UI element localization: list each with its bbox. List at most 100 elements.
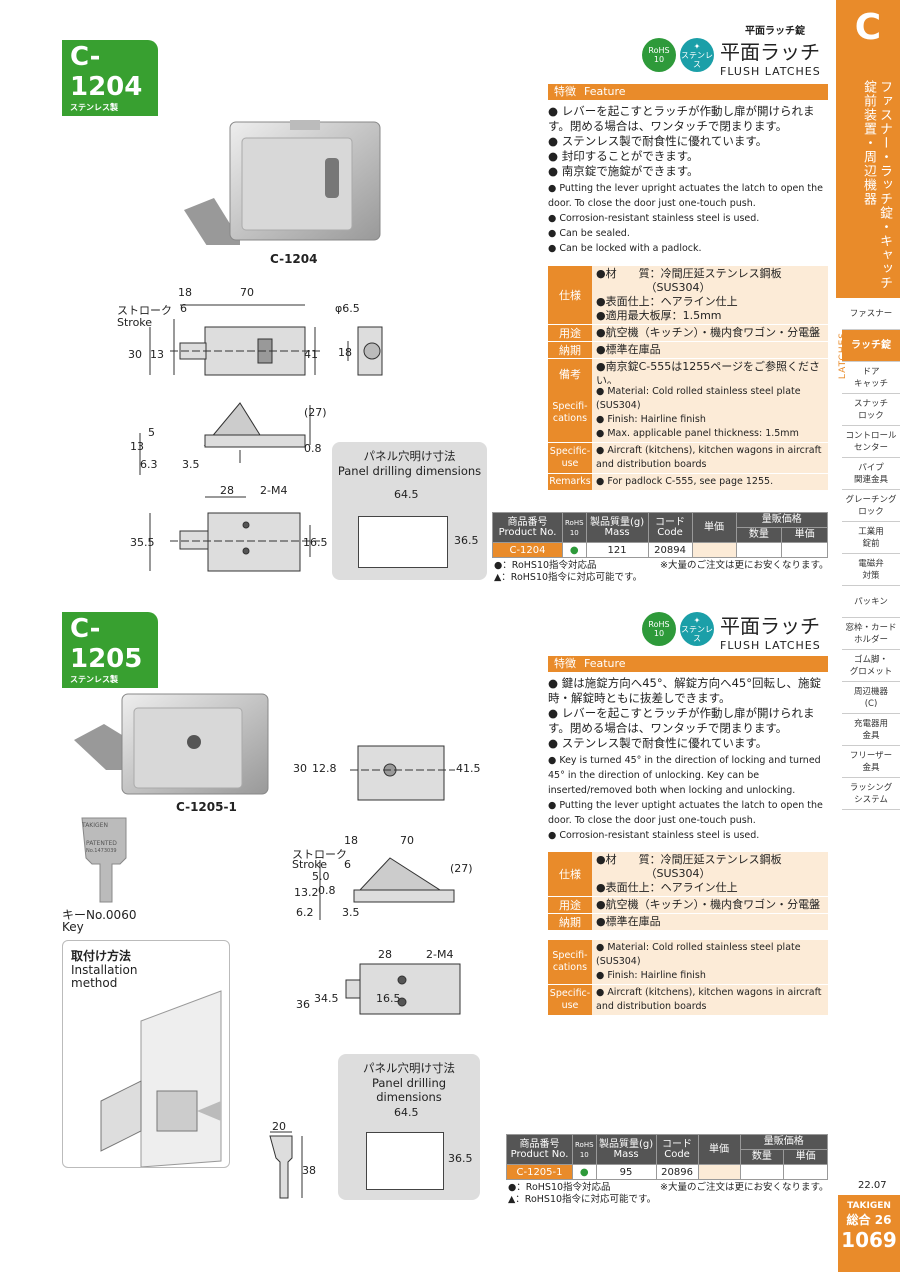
product-photo-c1205	[74, 693, 269, 795]
dim-645: 64.5	[394, 1106, 419, 1119]
dim-phi: φ6.5	[335, 302, 360, 315]
bullet-en: ● Can be locked with a padlock.	[548, 243, 702, 254]
star-icon: ✦	[693, 41, 701, 51]
dim-365: 36.5	[454, 534, 479, 547]
sidebar-item[interactable]: グレーチングロック	[842, 490, 900, 522]
brand: TAKIGEN	[847, 1201, 891, 1211]
spec-row: 仕様●材 質：冷間圧延ステンレス鋼板 （SUS304）●表面仕上：ヘアライン仕上	[548, 852, 828, 897]
dim-30: 30	[293, 762, 307, 775]
dim-365: 36.5	[448, 1152, 473, 1165]
panel-title-en: Panel drilling dimensions	[371, 1076, 447, 1104]
bullet-jp: ● ステンレス製で耐食性に優れています。	[548, 134, 768, 148]
stainless-badge: ✦ステンレス	[680, 612, 714, 646]
dim-stroke-en: Stroke	[292, 858, 328, 871]
sogo: 総合 26	[846, 1213, 892, 1227]
dim-132: 13.2	[294, 886, 319, 899]
bullet-jp: ● ステンレス製で耐食性に優れています。	[548, 736, 768, 750]
dim-41: 41	[304, 348, 318, 361]
bullet-en: ● Corrosion-resistant stainless steel is…	[548, 830, 760, 841]
install-en: Installation	[71, 963, 138, 977]
spec-jp-c1204: 仕様●材 質：冷間圧延ステンレス鋼板 （SUS304）●表面仕上：ヘアライン仕上…	[548, 266, 828, 390]
panel-title-en: Panel drilling dimensions	[337, 464, 482, 478]
dim-5: 5	[148, 426, 155, 439]
bullet-en: ● Putting the lever uptight actuates the…	[548, 800, 823, 826]
page-number: 1069	[841, 1228, 897, 1252]
note: ▲：RoHS10指令に対応可能です。	[508, 1194, 657, 1205]
sidebar-item[interactable]: ファスナー	[842, 298, 900, 330]
dim-38: 38	[302, 1164, 316, 1177]
sidebar-item[interactable]: 充電器用金具	[842, 714, 900, 746]
product-tag-c1204: C-1204 ステンレス製	[62, 40, 158, 116]
spec-en-c1204: Specifi-cations● Material: Cold rolled s…	[548, 384, 828, 491]
sidebar-header: C ファスナー・ラッチ錠・キャッチ 錠前装置・周辺機器	[836, 0, 900, 298]
sidebar-item[interactable]: ドアキャッチ	[842, 362, 900, 394]
bullet-jp: ● レバーを起こすとラッチが作動し扉が開けられます。閉める場合は、ワンタッチで閉…	[548, 706, 815, 735]
panel-title-jp: パネル穴明け寸法	[363, 1061, 455, 1075]
key-label-en: Key	[62, 920, 84, 934]
sidebar-item[interactable]: パイプ関連金具	[842, 458, 900, 490]
sidebar-item[interactable]: 窓枠・カードホルダー	[842, 618, 900, 650]
spec-row: Specifi-cations● Material: Cold rolled s…	[548, 940, 828, 985]
sidebar-item[interactable]: 周辺機器(C)	[842, 682, 900, 714]
bullet-jp: ● レバーを起こすとラッチが作動し扉が開けられます。閉める場合は、ワンタッチで閉…	[548, 104, 815, 133]
photo-label: C-1204	[270, 252, 318, 266]
sidebar-item[interactable]: パッキン	[842, 586, 900, 618]
spec-en-c1205: Specifi-cations● Material: Cold rolled s…	[548, 940, 828, 1016]
title-block: 平面ラッチ FLUSH LATCHES	[720, 610, 821, 652]
dim-355: 35.5	[130, 536, 155, 549]
spec-jp-c1205: 仕様●材 質：冷間圧延ステンレス鋼板 （SUS304）●表面仕上：ヘアライン仕上…	[548, 852, 828, 931]
dim-70: 70	[240, 286, 254, 299]
bullet-jp: ● 南京錠で施錠ができます。	[548, 164, 699, 178]
dim-stroke-jp: ストローク	[117, 304, 172, 317]
dim-m4: 2-M4	[426, 948, 454, 961]
dim-18b: 18	[338, 346, 352, 359]
dim-50: 5.0	[312, 870, 330, 883]
bullets-jp: ● 鍵は施錠方向へ45°、解錠方向へ45°回転し、施錠時・解錠時ともに抜差しでき…	[548, 676, 828, 751]
bullet-en: ● Putting the lever upright actuates the…	[548, 183, 824, 209]
dim-36: 36	[296, 998, 310, 1011]
key-label-jp: キーNo.0060	[62, 908, 137, 922]
sidebar-item[interactable]: ゴム脚・グロメット	[842, 650, 900, 682]
spec-row: Specific-use● Aircraft (kitchens), kitch…	[548, 985, 828, 1016]
sidebar-item-active[interactable]: ラッチ錠	[842, 330, 900, 362]
sidebar-item[interactable]: 電磁弁対策	[842, 554, 900, 586]
date: 22.07	[858, 1180, 887, 1191]
product-material: ステンレス製	[70, 103, 118, 112]
panel-hole	[358, 516, 448, 568]
note: ▲：RoHS10指令に対応可能です。	[494, 572, 643, 583]
drawing-c1205	[319, 745, 461, 1015]
sidebar-letter: C	[854, 7, 882, 48]
dim-08: 0.8	[304, 442, 322, 455]
key-text: PATENTED	[86, 840, 117, 847]
sidebar-item[interactable]: コントロールセンター	[842, 426, 900, 458]
spec-row: Remarks● For padlock C-555, see page 125…	[548, 474, 828, 491]
sidebar-item[interactable]: ラッシングシステム	[842, 778, 900, 810]
dim-13: 13	[150, 348, 164, 361]
table-row: C-1205-1 ● 95 20896	[506, 1164, 828, 1180]
dim-6: 6	[344, 858, 351, 871]
product-tag-c1205: C-1205 ステンレス製	[62, 612, 158, 688]
sidebar-item[interactable]: 工業用錠前	[842, 522, 900, 554]
spec-row: Specific-use● Aircraft (kitchens), kitch…	[548, 443, 828, 474]
key-drawing	[269, 1131, 303, 1199]
dim-62: 6.2	[296, 906, 314, 919]
spec-row: Specifi-cations● Material: Cold rolled s…	[548, 384, 828, 443]
dim-stroke-en: Stroke	[117, 316, 153, 329]
spec-row: 納期●標準在庫品	[548, 914, 828, 931]
dim-35: 3.5	[182, 458, 200, 471]
dim-13b: 13	[130, 440, 144, 453]
dim-28: 28	[220, 484, 234, 497]
bullets-en: ● Key is turned 45° in the direction of …	[548, 753, 828, 843]
sidebar-item[interactable]: フリーザー金具	[842, 746, 900, 778]
product-code: C-1204	[70, 42, 143, 102]
dim-645: 64.5	[394, 488, 419, 501]
spec-row: 仕様●材 質：冷間圧延ステンレス鋼板 （SUS304）●表面仕上：ヘアライン仕上…	[548, 266, 828, 325]
product-photo-c1204	[184, 120, 381, 245]
install-box: 取付け方法 Installation method	[62, 940, 230, 1168]
sidebar-item[interactable]: スナッチロック	[842, 394, 900, 426]
